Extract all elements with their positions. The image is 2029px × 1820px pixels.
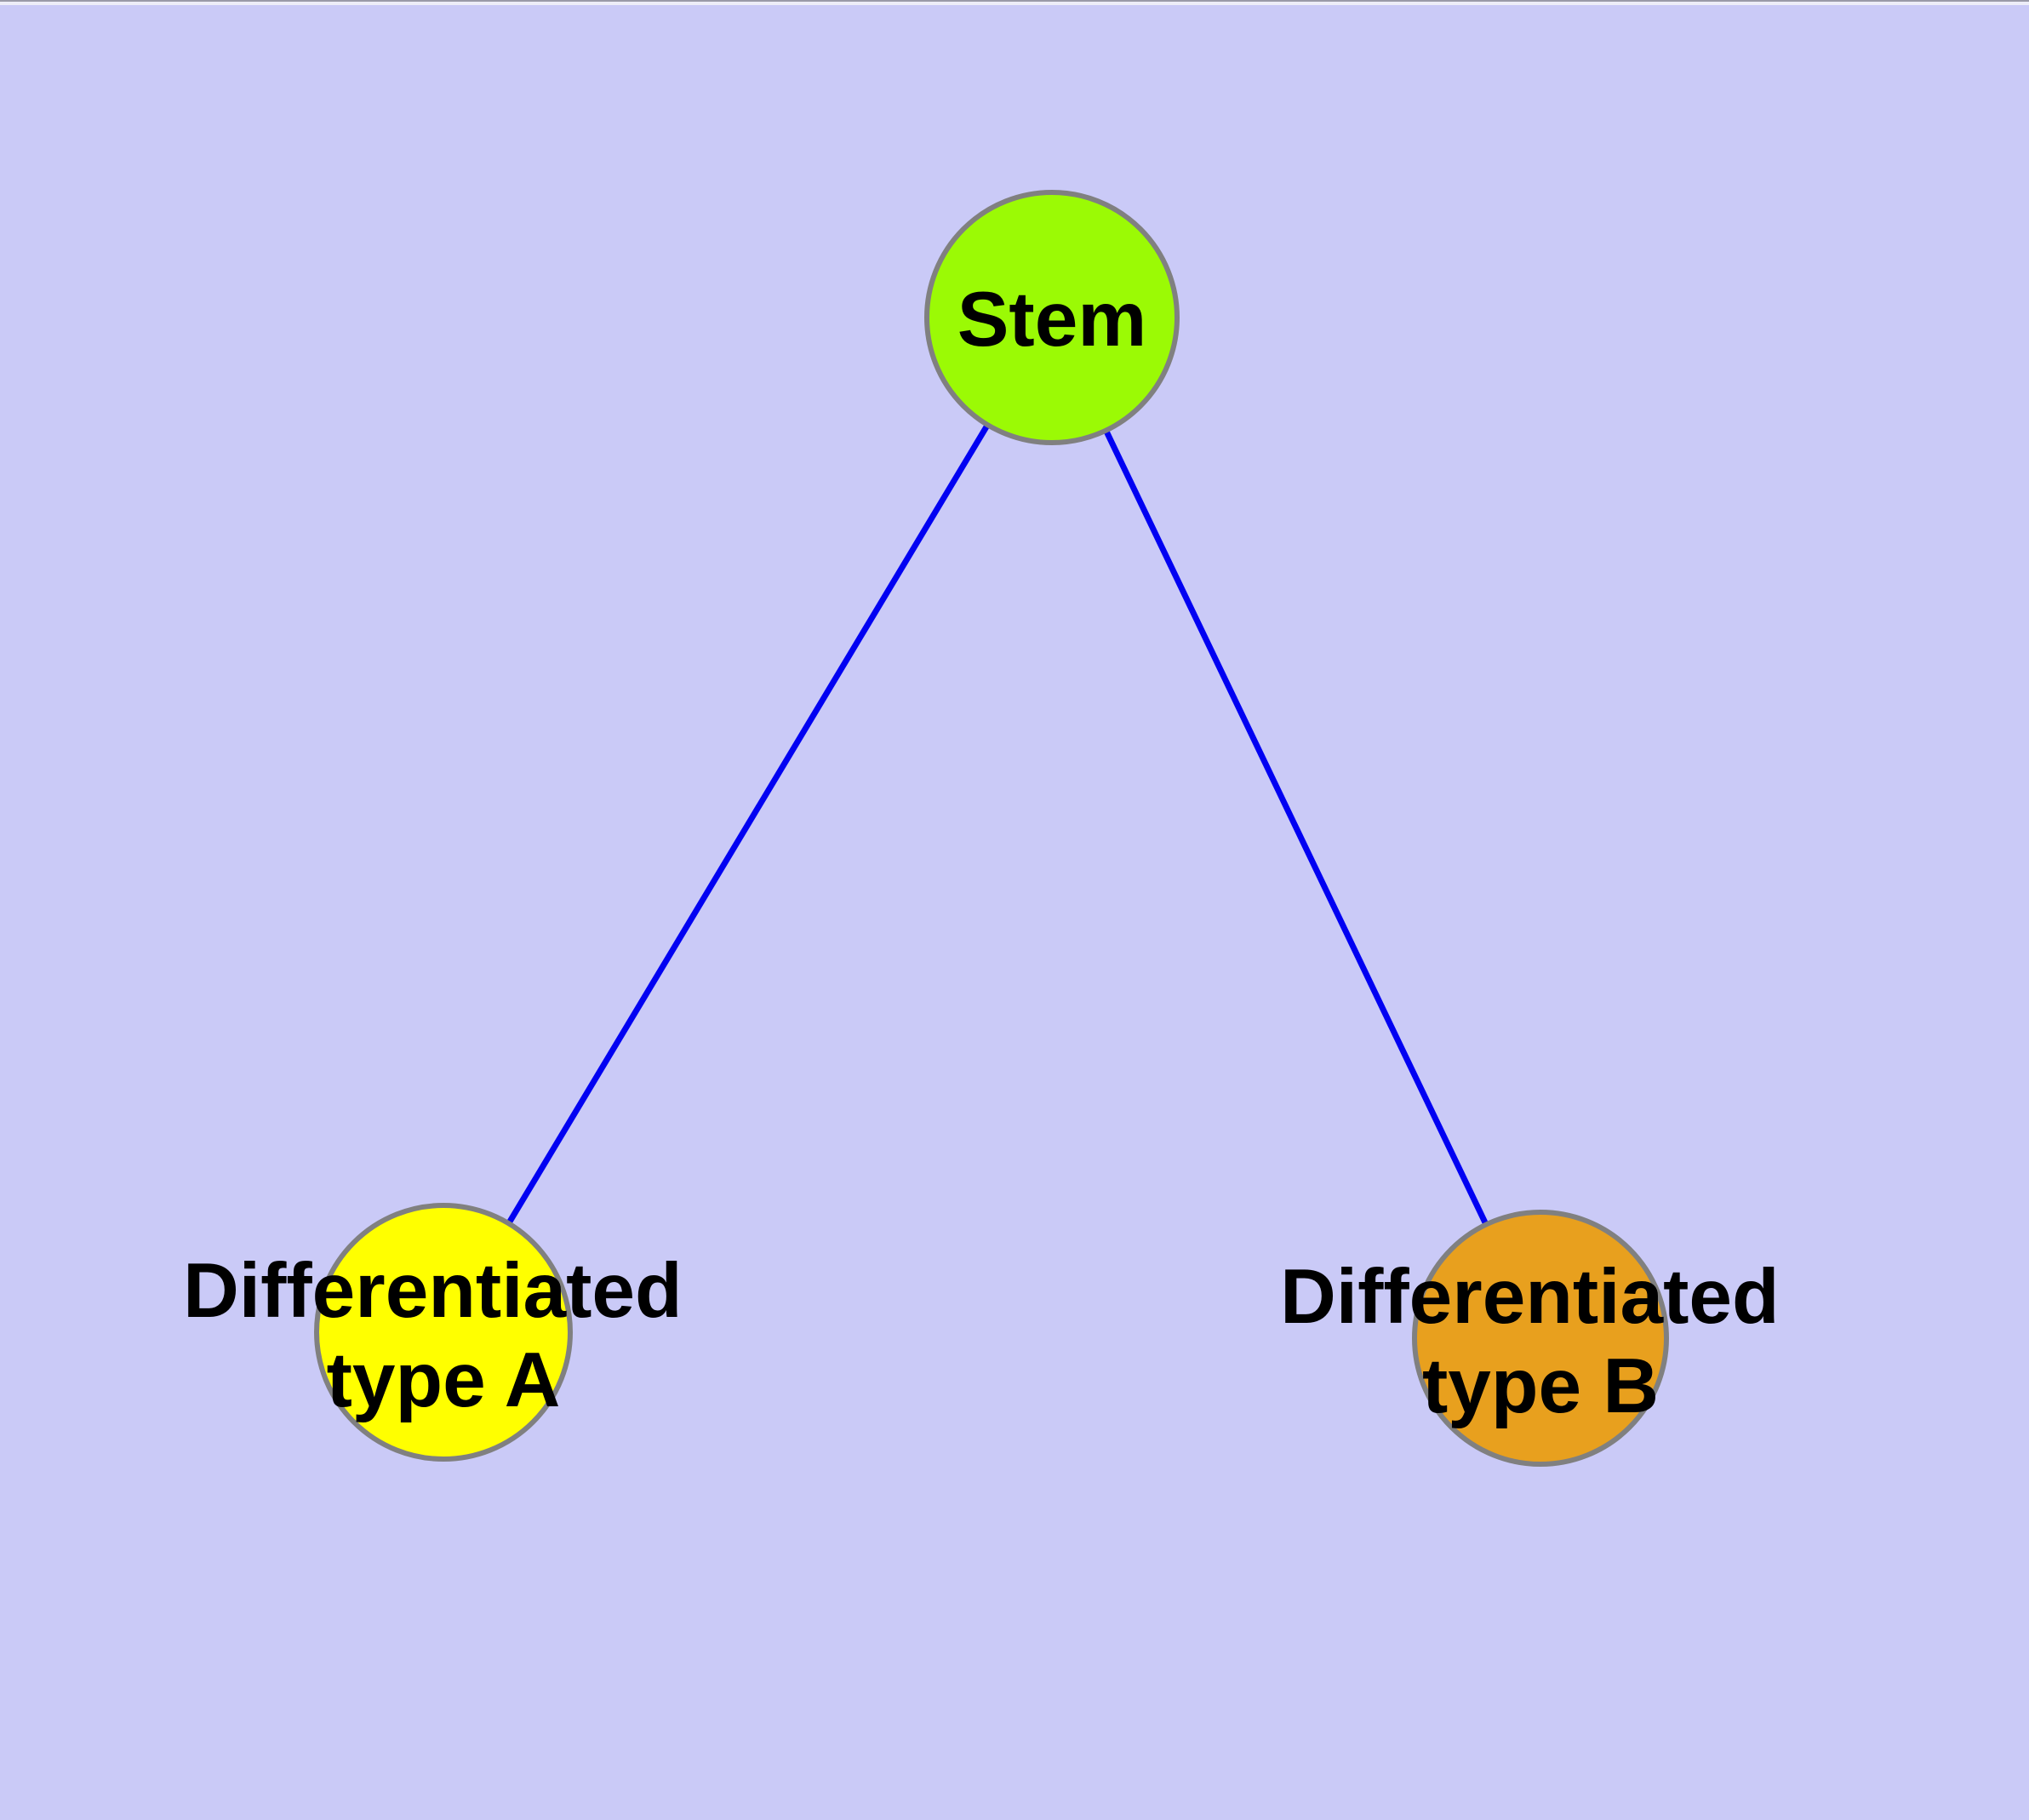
node-type-b-label-line2: type B bbox=[1422, 1343, 1659, 1429]
node-type-b-label-line1: Differentiated bbox=[1280, 1254, 1780, 1340]
node-layer bbox=[314, 190, 1669, 1467]
label-layer: Stem Differentiated type A Differentiate… bbox=[183, 277, 1801, 1429]
node-type-b-label: Differentiated type B bbox=[1280, 1254, 1801, 1429]
node-type-a-label: Differentiated type A bbox=[183, 1248, 704, 1423]
edge-stem-to-type-b bbox=[1049, 316, 1544, 1340]
node-type-a-circle bbox=[314, 1203, 573, 1462]
window-top-edge-light bbox=[0, 2, 2029, 5]
node-stem-circle bbox=[924, 190, 1180, 445]
node-type-b-circle bbox=[1412, 1210, 1669, 1467]
node-stem-label: Stem bbox=[957, 277, 1147, 363]
window-top-edge-dark bbox=[0, 0, 2029, 2]
edge-stem-to-type-a bbox=[440, 316, 1055, 1334]
node-type-a-label-line1: Differentiated bbox=[183, 1248, 683, 1334]
node-type-a-label-line2: type A bbox=[327, 1337, 561, 1423]
edge-layer bbox=[440, 316, 1544, 1340]
